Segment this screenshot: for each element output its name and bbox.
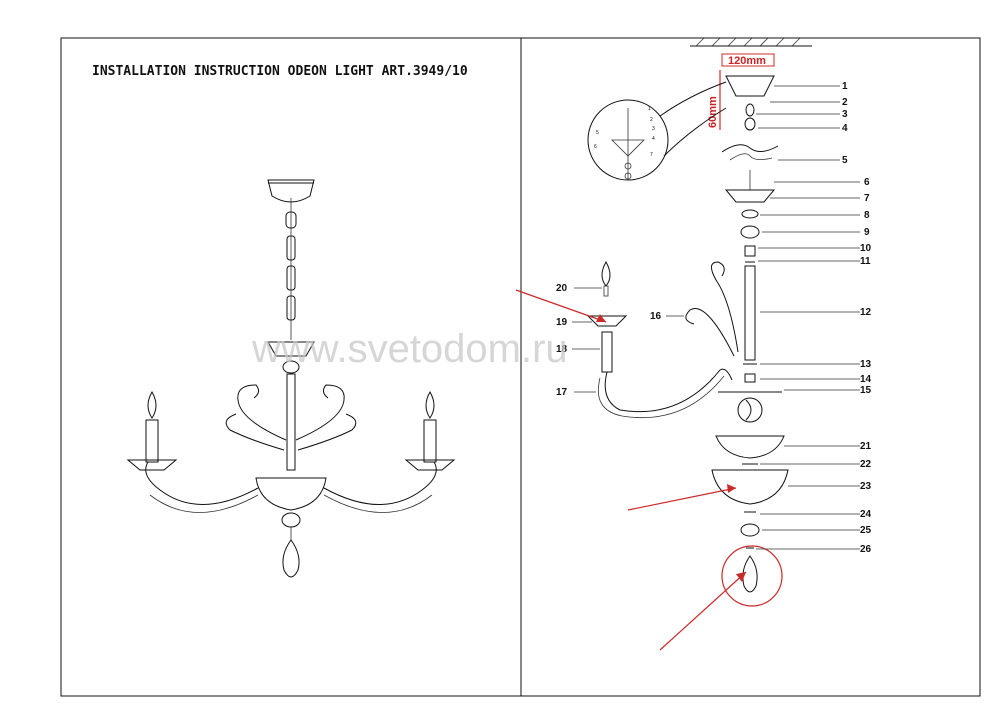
exploded-parts	[711, 75, 789, 607]
svg-text:5: 5	[596, 130, 599, 136]
svg-text:4: 4	[652, 136, 655, 142]
red-arrows	[515, 289, 747, 651]
svg-text:1: 1	[648, 106, 651, 112]
svg-text:3: 3	[652, 126, 655, 132]
height-dimension: 60mm	[707, 96, 719, 128]
detail-inset: 1 2 3 4 5 6 7	[587, 81, 727, 181]
part-label-20: 20	[556, 283, 568, 294]
part-label-21: 21	[860, 441, 872, 452]
part-label-4: 4	[842, 123, 848, 134]
part-label-14: 14	[860, 374, 872, 385]
part-label-16: 16	[650, 311, 662, 322]
part-label-10: 10	[860, 243, 872, 254]
part-label-6: 6	[864, 177, 870, 188]
part-label-26: 26	[860, 544, 872, 555]
svg-text:6: 6	[594, 144, 597, 150]
watermark: www.svetodom.ru	[251, 327, 568, 371]
right-panel-frame	[520, 37, 981, 697]
leader-lines	[572, 85, 860, 550]
svg-text:7: 7	[650, 152, 653, 158]
mounting-dimensions: 120mm 60mm	[707, 53, 775, 130]
part-label-17: 17	[556, 387, 568, 398]
part-label-22: 22	[860, 459, 872, 470]
svg-text:2: 2	[650, 117, 653, 123]
part-label-2: 2	[842, 97, 848, 108]
part-label-3: 3	[842, 109, 848, 120]
part-label-11: 11	[860, 256, 871, 267]
width-dimension: 120mm	[728, 55, 766, 67]
part-label-15: 15	[860, 385, 872, 396]
part-label-13: 13	[860, 359, 872, 370]
part-label-8: 8	[864, 210, 870, 221]
part-label-19: 19	[556, 317, 568, 328]
part-label-5: 5	[842, 155, 848, 166]
document-title: INSTALLATION INSTRUCTION ODEON LIGHT ART…	[92, 64, 468, 79]
arm-assembly	[586, 260, 739, 419]
part-label-12: 12	[860, 307, 872, 318]
part-label-25: 25	[860, 525, 872, 536]
part-labels: 1 2 3 4 5 6 7 8 9 10 11 12 13 14 15 21 2…	[556, 81, 872, 555]
part-label-18: 18	[556, 344, 568, 355]
chandelier-assembled	[126, 179, 456, 578]
part-label-9: 9	[864, 227, 870, 238]
part-label-7: 7	[864, 193, 870, 204]
part-label-24: 24	[860, 509, 872, 520]
part-label-23: 23	[860, 481, 872, 492]
ceiling-hatch	[690, 37, 812, 47]
part-label-1: 1	[842, 81, 848, 92]
